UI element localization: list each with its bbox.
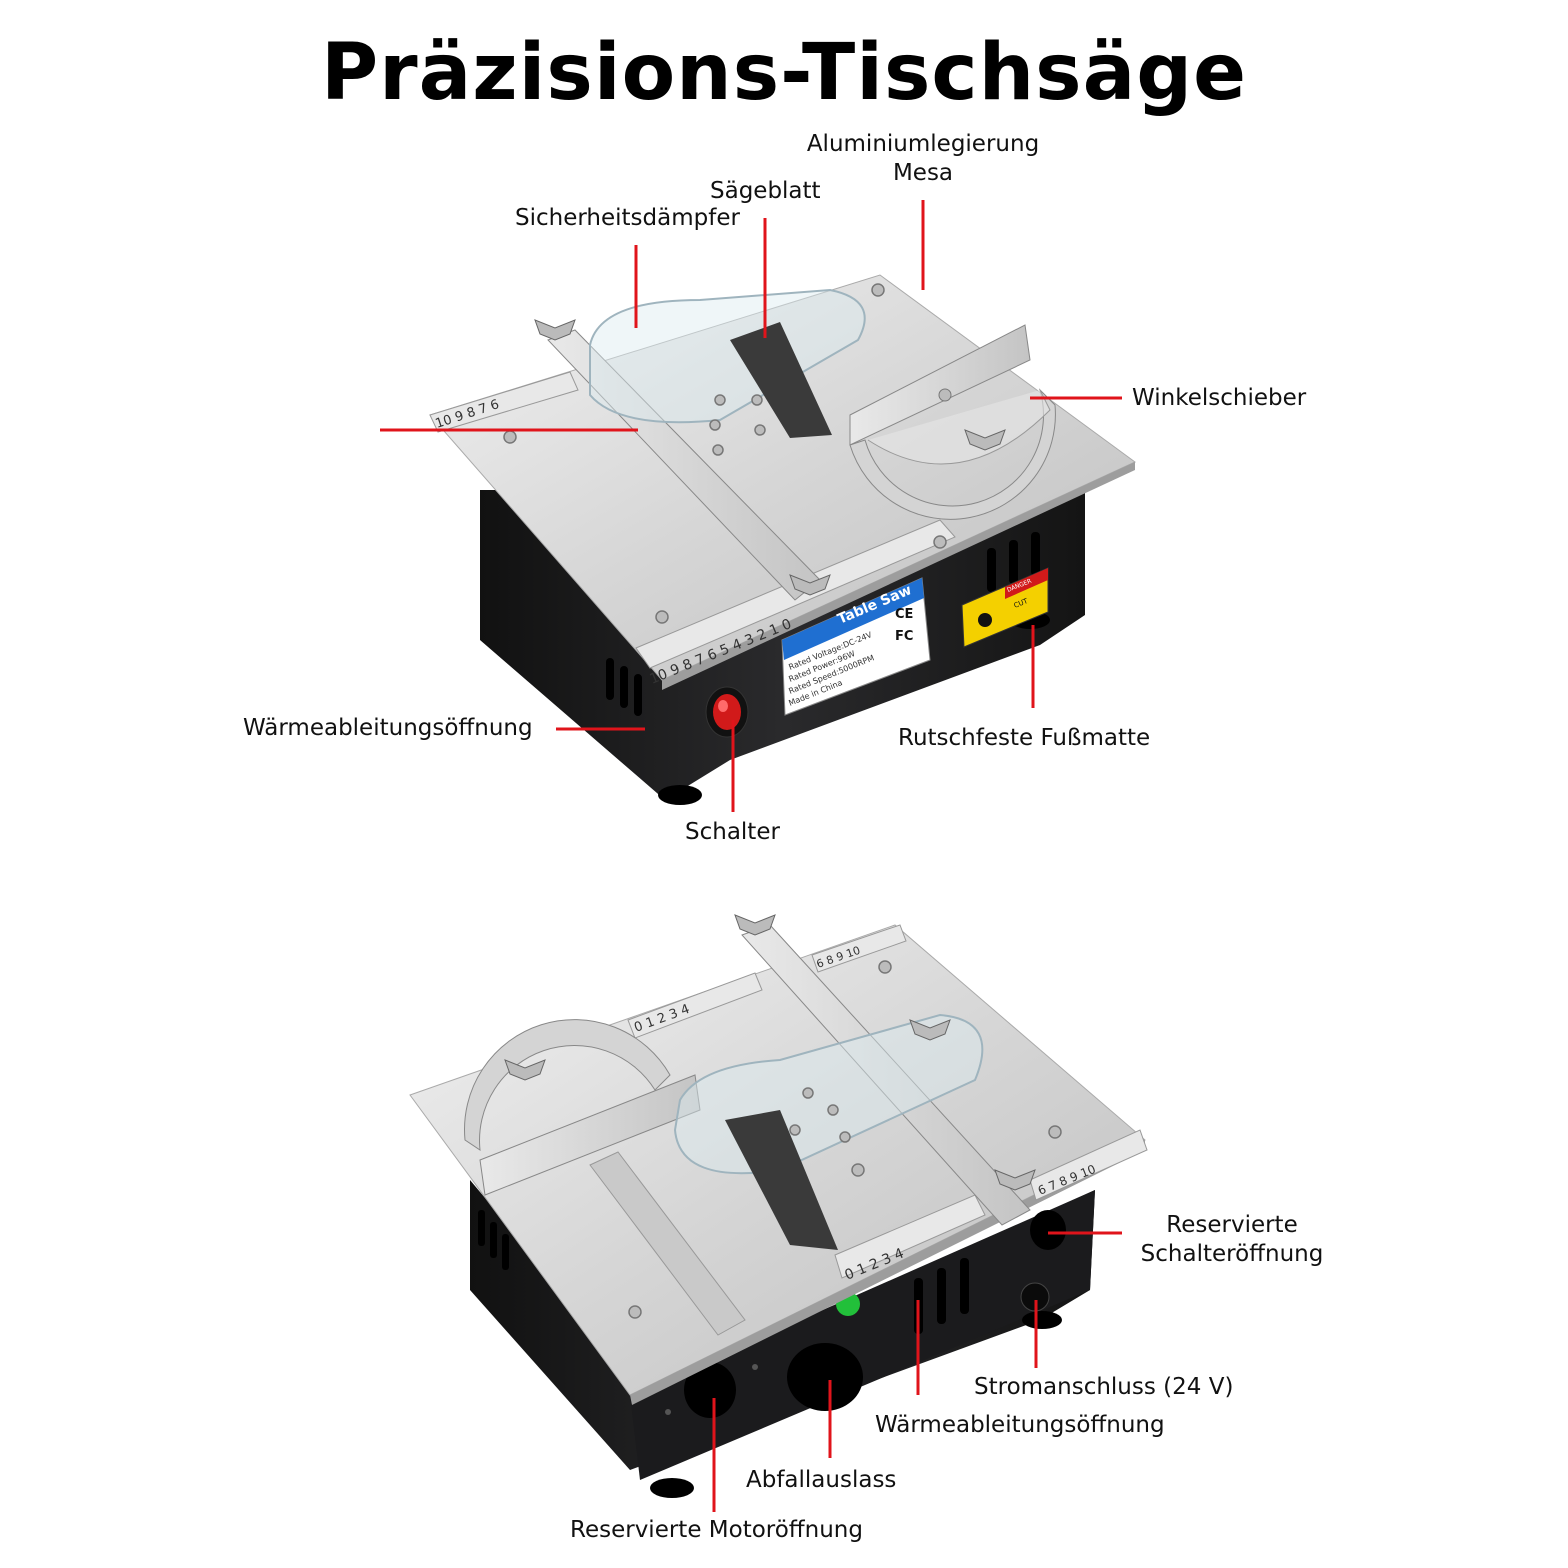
label-reservierte-motor: Reservierte Motoröffnung	[570, 1517, 863, 1543]
label-rutschfeste: Rutschfeste Fußmatte	[898, 725, 1151, 751]
top-saw-blade	[730, 322, 832, 438]
top-power-switch	[705, 686, 749, 738]
bottom-saw-blade	[725, 1110, 838, 1250]
leader-lines	[380, 200, 1122, 1512]
top-foot-left	[658, 785, 702, 805]
top-table-edge	[662, 462, 1135, 690]
bottom-saw-body	[470, 1180, 1095, 1470]
bottom-wing-nut-2	[994, 1169, 1036, 1191]
bottom-foot-right	[1022, 1311, 1062, 1329]
bottom-saw: 0 1 2 3 4 0 1 2 3 4 6 7 8 9 10 6 8 9 10	[409, 914, 1148, 1498]
label-reservierte-schalter: Reservierte Schalteröffnung	[1132, 1211, 1332, 1269]
bottom-motor-hole	[684, 1362, 736, 1418]
bottom-waste-outlet	[787, 1343, 863, 1411]
bottom-foot-left	[650, 1478, 694, 1498]
bottom-miter-slot	[589, 1151, 746, 1336]
top-spec-fc: FC	[895, 629, 913, 644]
bottom-screws	[628, 960, 1062, 1319]
top-vents-left	[606, 658, 642, 716]
label-reservierte-schalter-line1: Reservierte	[1166, 1212, 1298, 1238]
label-waermeableitung-bottom: Wärmeableitungsöffnung	[875, 1412, 1165, 1438]
top-wing-nut-2	[789, 574, 831, 596]
label-saegeblatt: Sägeblatt	[710, 178, 821, 204]
label-waermeableitung-top: Wärmeableitungsöffnung	[243, 715, 533, 741]
label-winkelschieber: Winkelschieber	[1132, 385, 1307, 411]
top-acrylic-guard	[589, 288, 866, 424]
label-aluminium-line2: Mesa	[892, 160, 954, 186]
label-aluminium-line1: Aluminiumlegierung	[806, 131, 1040, 157]
bottom-wing-nut-1	[734, 914, 776, 936]
top-screws	[503, 283, 947, 624]
label-abfallauslass: Abfallauslass	[746, 1467, 897, 1493]
top-saw: 10 9 8 7 6 5 4 3 2 1 0 10 9 8 7 6	[429, 274, 1136, 805]
top-spec-ce: CE	[895, 607, 913, 622]
top-vents-right	[987, 532, 1040, 592]
top-spec-label: Table Saw Rated Voltage:DC-24V Rated Pow…	[781, 577, 931, 716]
bottom-miter-gauge	[464, 1019, 701, 1196]
top-miter-gauge	[849, 324, 1056, 520]
label-stromanschluss: Stromanschluss (24 V)	[974, 1374, 1234, 1400]
page-title: Präzisions-Tischsäge	[321, 28, 1247, 118]
label-reservierte-schalter-line2: Schalteröffnung	[1140, 1241, 1324, 1267]
bottom-switch-hole	[1030, 1210, 1066, 1250]
label-schalter: Schalter	[685, 819, 780, 845]
top-wing-nut-1	[534, 319, 576, 341]
label-sicherheitsdaempfer: Sicherheitsdämpfer	[515, 205, 740, 231]
label-aluminium: Aluminiumlegierung Mesa	[798, 130, 1048, 188]
bottom-vents-left	[478, 1210, 509, 1270]
